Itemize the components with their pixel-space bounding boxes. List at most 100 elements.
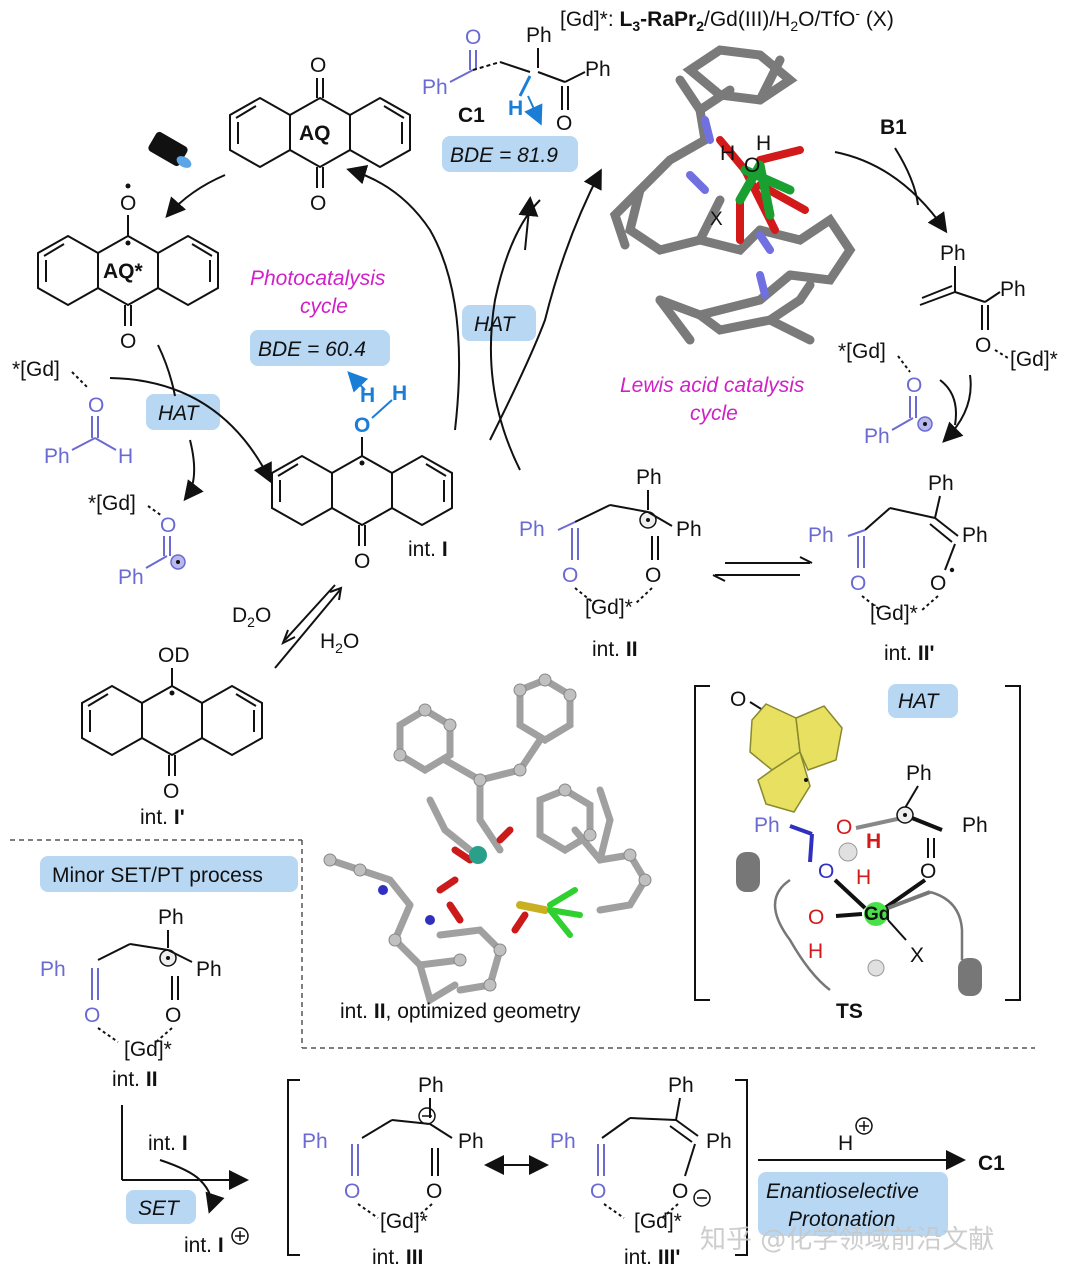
svg-text:O: O (645, 564, 661, 587)
svg-text:O: O (562, 564, 578, 587)
gd-benzoyl-radical-right: *[Gd] O Ph (838, 340, 933, 448)
svg-text:O: O (354, 550, 370, 573)
svg-text:O: O (354, 414, 370, 437)
svg-text:Ph: Ph (585, 58, 611, 81)
svg-text:Ph: Ph (906, 762, 932, 785)
svg-text:O: O (165, 1004, 181, 1027)
svg-text:O: O (850, 572, 866, 595)
svg-text:O: O (730, 688, 746, 711)
svg-text:Ph: Ph (519, 518, 545, 541)
c1-molecule: O Ph Ph Ph O H (422, 24, 611, 135)
hat-left-text: HAT (158, 402, 201, 425)
svg-text:Ph: Ph (962, 814, 988, 837)
svg-text:O: O (88, 394, 104, 417)
svg-text:H: H (756, 132, 771, 155)
svg-text:Ph: Ph (754, 814, 780, 837)
svg-text:O: O (808, 906, 824, 929)
svg-text:Ph: Ph (118, 566, 144, 589)
svg-text:Ph: Ph (864, 425, 890, 448)
svg-text:X: X (710, 209, 723, 230)
svg-text:X: X (910, 944, 924, 967)
svg-text:Ph: Ph (940, 242, 966, 265)
svg-text:*[Gd]: *[Gd] (12, 358, 60, 381)
svg-text:Ph: Ph (526, 24, 552, 47)
svg-text:Ph: Ph (158, 906, 184, 929)
int-i-molecule: H O H O (271, 371, 453, 573)
svg-text:Ph: Ph (196, 958, 222, 981)
svg-text:O: O (920, 860, 936, 883)
enantio-line2: Protonation (788, 1208, 895, 1231)
int-iii-prime-molecule: Ph Ph Ph O O [Gd]* (550, 1074, 732, 1233)
ts-bracket (694, 685, 1021, 1001)
svg-text:[Gd]*: [Gd]* (124, 1038, 172, 1061)
optimized-geometry-label: int. II, optimized geometry (340, 1000, 581, 1023)
minor-set-text: Minor SET/PT process (52, 864, 263, 887)
bde-mid-tag (250, 330, 390, 366)
hat-center-tag (462, 305, 536, 341)
int-i-reagent-label: int. I (148, 1132, 188, 1155)
ts-structure: O Ph O H Ph Ph O H O Gd O H X (730, 688, 988, 996)
gd-complex-3d: H H O X (609, 45, 856, 345)
hat-ts-text: HAT (898, 690, 941, 713)
hat-center-text: HAT (474, 313, 517, 336)
svg-text:Gd: Gd (864, 904, 890, 925)
int-iii-molecule: Ph Ph Ph O O [Gd]* (302, 1074, 484, 1233)
svg-text:Ph: Ph (962, 524, 988, 547)
svg-text:O: O (426, 1180, 442, 1203)
svg-text:O: O (84, 1004, 100, 1027)
svg-text:O: O (930, 572, 946, 595)
lewis-acid-cycle-label: cycle (690, 402, 738, 425)
int-i-prime-label: int. I' (140, 806, 185, 829)
enantio-line1: Enantioselective (766, 1180, 919, 1203)
int-iii-prime-label: int. III' (624, 1246, 680, 1269)
svg-text:Ph: Ph (676, 518, 702, 541)
b1-molecule: Ph Ph O [Gd]* (919, 242, 1058, 371)
lewis-acid-label: Lewis acid catalysis (620, 374, 805, 397)
svg-text:O: O (818, 860, 834, 883)
svg-text:[Gd]*: [Gd]* (585, 596, 633, 619)
svg-text:OD: OD (158, 644, 190, 667)
svg-text:O: O (672, 1180, 688, 1203)
svg-text:H: H (508, 97, 523, 120)
svg-text:O: O (120, 330, 136, 353)
svg-text:Ph: Ph (706, 1130, 732, 1153)
svg-text:Ph: Ph (40, 958, 66, 981)
svg-text:Ph: Ph (808, 524, 834, 547)
svg-text:Ph: Ph (458, 1130, 484, 1153)
int-ii-prime-molecule: Ph Ph Ph O O [Gd]* (808, 472, 988, 625)
ts-label: TS (836, 1000, 863, 1023)
h2o-label: H2O (320, 630, 359, 656)
bde-top-tag (442, 136, 578, 172)
svg-text:O: O (310, 192, 326, 215)
aq-molecule: O O AQ (229, 54, 411, 215)
int-ii-bottom-label: int. II (112, 1068, 158, 1091)
svg-text:*[Gd]: *[Gd] (838, 340, 886, 363)
svg-text:Ph: Ph (668, 1074, 694, 1097)
svg-text:Ph: Ph (636, 466, 662, 489)
watermark: 知乎 @化学领域前沿文献 (700, 1225, 994, 1255)
int-ii-prime-label: int. II' (884, 642, 935, 665)
svg-text:O: O (975, 334, 991, 357)
svg-text:*[Gd]: *[Gd] (88, 492, 136, 515)
int-ii-bottom-molecule: Ph Ph Ph O O [Gd]* (40, 906, 222, 1061)
int-i-label: int. I (408, 538, 448, 561)
set-text: SET (138, 1197, 181, 1220)
svg-text:Ph: Ph (422, 76, 448, 99)
svg-text:Ph: Ph (302, 1130, 328, 1153)
h-plus-label: H (838, 1132, 853, 1155)
svg-text:AQ*: AQ* (103, 260, 144, 283)
int-ii-label: int. II (592, 638, 638, 661)
minor-set-tag (40, 856, 298, 892)
svg-text:H: H (856, 866, 871, 889)
svg-text:[Gd]*: [Gd]* (870, 602, 918, 625)
hat-ts-tag (888, 684, 958, 718)
svg-text:[Gd]*: [Gd]* (634, 1210, 682, 1233)
svg-text:O: O (310, 54, 326, 77)
svg-text:Ph: Ph (928, 472, 954, 495)
svg-text:H: H (392, 382, 407, 405)
svg-text:H: H (866, 830, 881, 853)
int-ii-optimized-geometry (323, 673, 652, 1006)
svg-text:[Gd]*: [Gd]* (1010, 348, 1058, 371)
svg-text:[Gd]*: [Gd]* (380, 1210, 428, 1233)
